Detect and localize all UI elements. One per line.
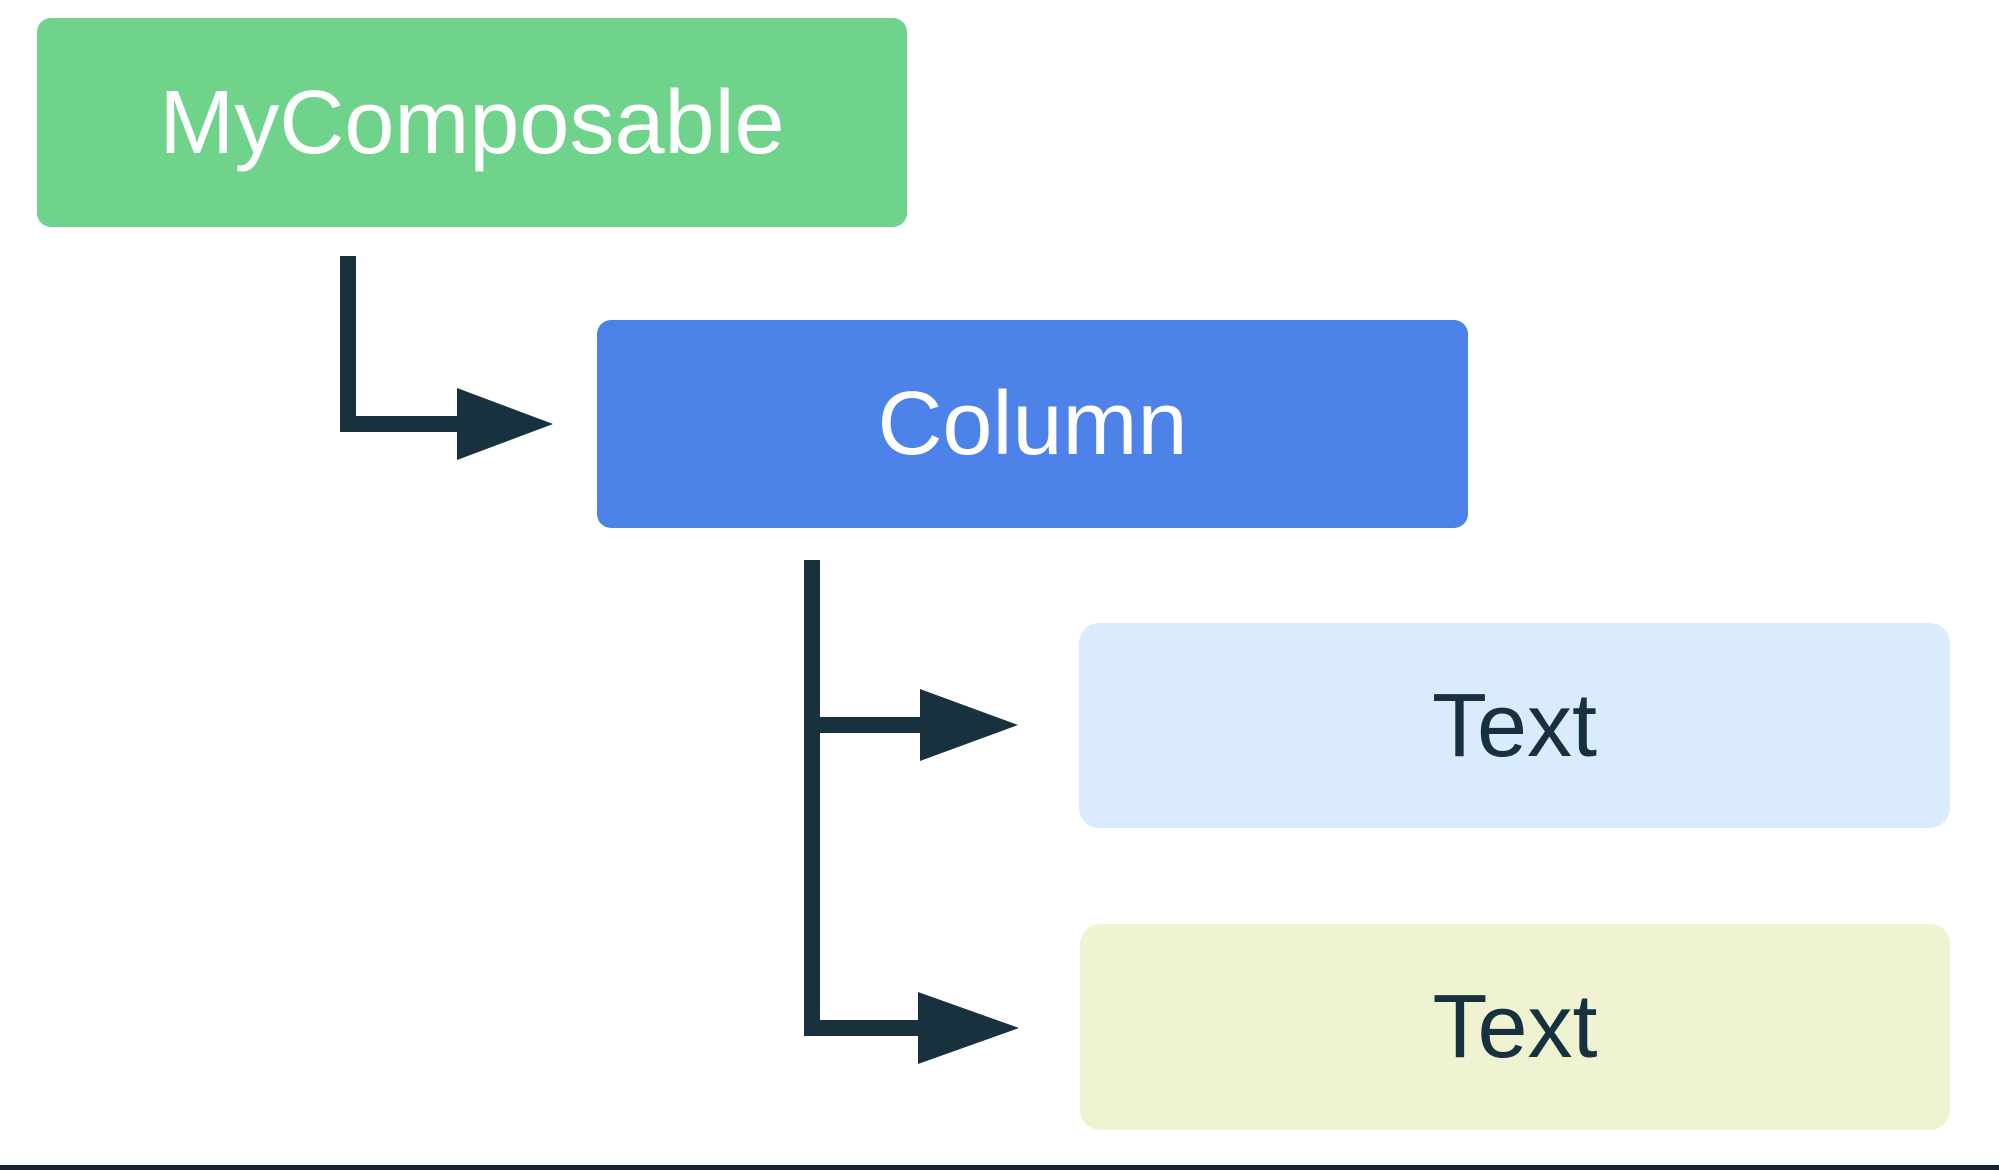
arrowhead-right-icon <box>920 689 1018 761</box>
node-text-1-label: Text <box>1431 675 1598 776</box>
connector-column-to-texts-vertical-line <box>804 560 820 1036</box>
node-text-1: Text <box>1079 623 1950 828</box>
node-mycomposable-label: MyComposable <box>159 72 785 173</box>
node-column-label: Column <box>877 374 1188 474</box>
arrowhead-right-icon <box>457 388 553 460</box>
connector-column-to-text-2-horizontal-line <box>804 1020 918 1036</box>
connector-mycomposable-to-column-vertical-line <box>340 256 356 432</box>
bottom-border-line <box>0 1165 1999 1170</box>
node-column: Column <box>597 320 1468 528</box>
connector-mycomposable-to-column-horizontal-line <box>340 416 457 432</box>
arrowhead-right-icon <box>918 992 1019 1064</box>
node-text-2: Text <box>1080 924 1950 1130</box>
connector-column-to-text-1-horizontal-line <box>804 717 920 733</box>
node-text-2-label: Text <box>1432 977 1598 1077</box>
node-mycomposable: MyComposable <box>37 18 907 227</box>
